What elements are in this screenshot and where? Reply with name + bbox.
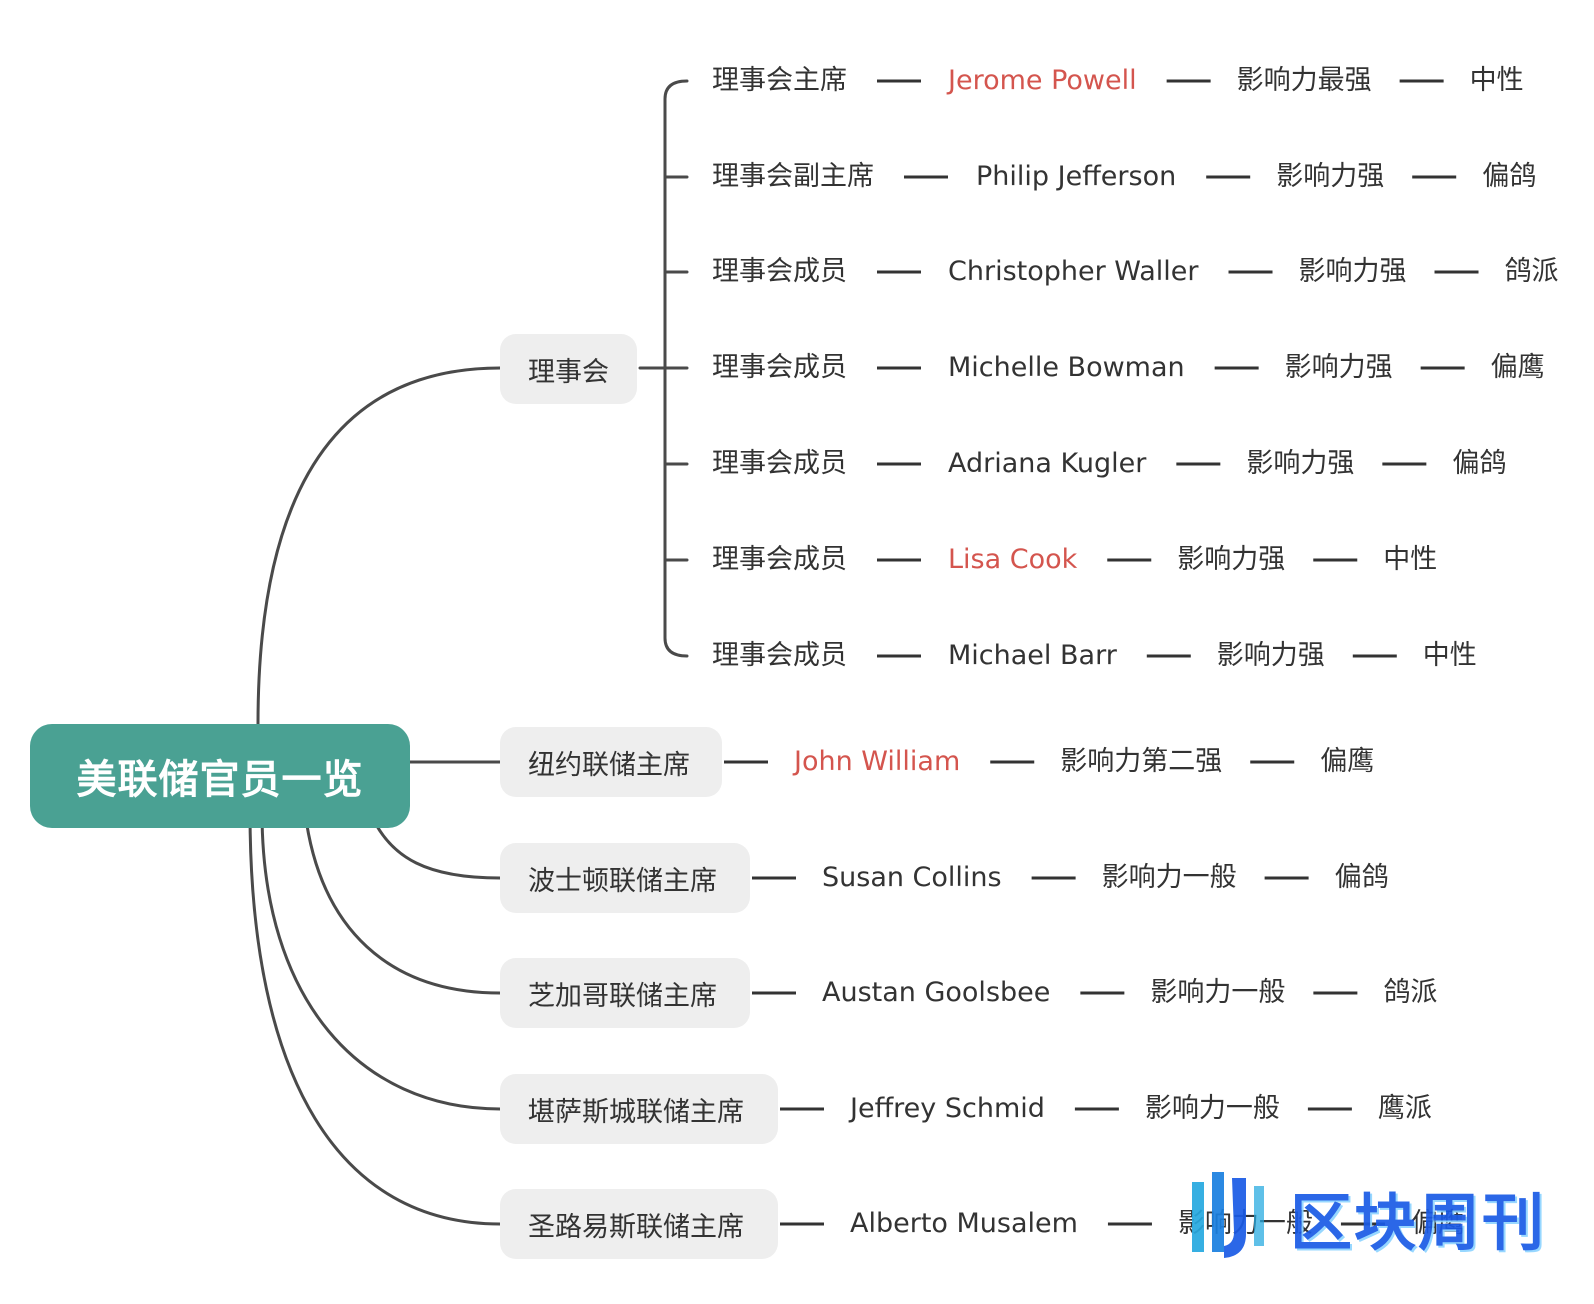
- official-name: Michelle Bowman: [948, 352, 1185, 383]
- branch-regional: 芝加哥联储主席: [500, 958, 750, 1028]
- stance-label: 中性: [1383, 544, 1438, 575]
- official-name: Adriana Kugler: [948, 448, 1147, 479]
- official-name: Christopher Waller: [948, 256, 1199, 287]
- official-name: Susan Collins: [822, 862, 1002, 893]
- board-role-label: 理事会副主席: [712, 161, 874, 192]
- branch-label: 堪萨斯城联储主席: [528, 1096, 744, 1128]
- board-role-label: 理事会成员: [712, 256, 847, 287]
- root-to-kansascity: [260, 810, 502, 1111]
- influence-label: 影响力最强: [1236, 65, 1372, 96]
- board-role-label: 理事会成员: [712, 544, 847, 575]
- official-name: Philip Jefferson: [976, 161, 1177, 192]
- stance-label: 鸽派: [1504, 256, 1559, 287]
- official-name: John William: [794, 746, 961, 777]
- influence-label: 影响力强: [1298, 256, 1407, 287]
- branch-label: 芝加哥联储主席: [528, 980, 717, 1012]
- branch-label: 理事会: [528, 356, 609, 388]
- influence-label: 影响力强: [1216, 640, 1325, 671]
- stance-label: 偏鸽: [1452, 448, 1507, 479]
- influence-label: 影响力强: [1177, 544, 1286, 575]
- influence-label: 影响力强: [1246, 448, 1355, 479]
- branch-label: 波士顿联储主席: [528, 865, 717, 897]
- influence-label: 影响力强: [1276, 161, 1385, 192]
- stance-label: 鹰派: [1377, 1093, 1432, 1124]
- official-name: Jerome Powell: [948, 65, 1137, 96]
- stance-label: 偏鸽: [1482, 161, 1537, 192]
- branch-regional: 纽约联储主席: [500, 727, 722, 797]
- influence-label: 影响力一般: [1150, 977, 1286, 1008]
- influence-label: 影响力强: [1284, 352, 1393, 383]
- stance-label: 中性: [1422, 640, 1477, 671]
- root-title: 美联储官员一览: [76, 757, 364, 803]
- branch-board: 理事会: [500, 334, 637, 404]
- branch-regional: 圣路易斯联储主席: [500, 1189, 778, 1259]
- root-node: 美联储官员一览: [30, 724, 410, 828]
- stance-label: 中性: [1469, 65, 1524, 96]
- branch-label: 纽约联储主席: [528, 749, 690, 781]
- official-name: Austan Goolsbee: [822, 977, 1051, 1008]
- stance-label: 偏鹰: [1320, 746, 1375, 777]
- root-to-board: [256, 366, 502, 726]
- stance-label: 偏鹰: [1410, 1208, 1465, 1239]
- branch-regional: 波士顿联储主席: [500, 843, 750, 913]
- board-role-label: 理事会成员: [712, 640, 847, 671]
- stance-label: 偏鹰: [1490, 352, 1545, 383]
- watermark-text: 区块周刊: [1290, 1186, 1547, 1259]
- influence-label: 影响力一般: [1144, 1093, 1280, 1124]
- board-role-label: 理事会主席: [712, 65, 847, 96]
- branch-label: 圣路易斯联储主席: [528, 1211, 744, 1243]
- board-role-label: 理事会成员: [712, 448, 847, 479]
- root-to-chicago: [303, 810, 502, 995]
- block-weekly-logo-icon: [1192, 1172, 1264, 1258]
- root-to-stlouis: [248, 810, 502, 1226]
- branch-regional: 堪萨斯城联储主席: [500, 1074, 778, 1144]
- stance-label: 偏鸽: [1334, 862, 1389, 893]
- official-name: Michael Barr: [948, 640, 1117, 671]
- watermark: 区块周刊: [1188, 1172, 1546, 1262]
- influence-label: 影响力第二强: [1060, 746, 1223, 777]
- official-name: Lisa Cook: [948, 544, 1078, 575]
- stance-label: 鸽派: [1383, 977, 1438, 1008]
- official-name: Jeffrey Schmid: [850, 1093, 1045, 1124]
- board-role-label: 理事会成员: [712, 352, 847, 383]
- influence-label: 影响力一般: [1101, 862, 1237, 893]
- official-name: Alberto Musalem: [850, 1208, 1078, 1239]
